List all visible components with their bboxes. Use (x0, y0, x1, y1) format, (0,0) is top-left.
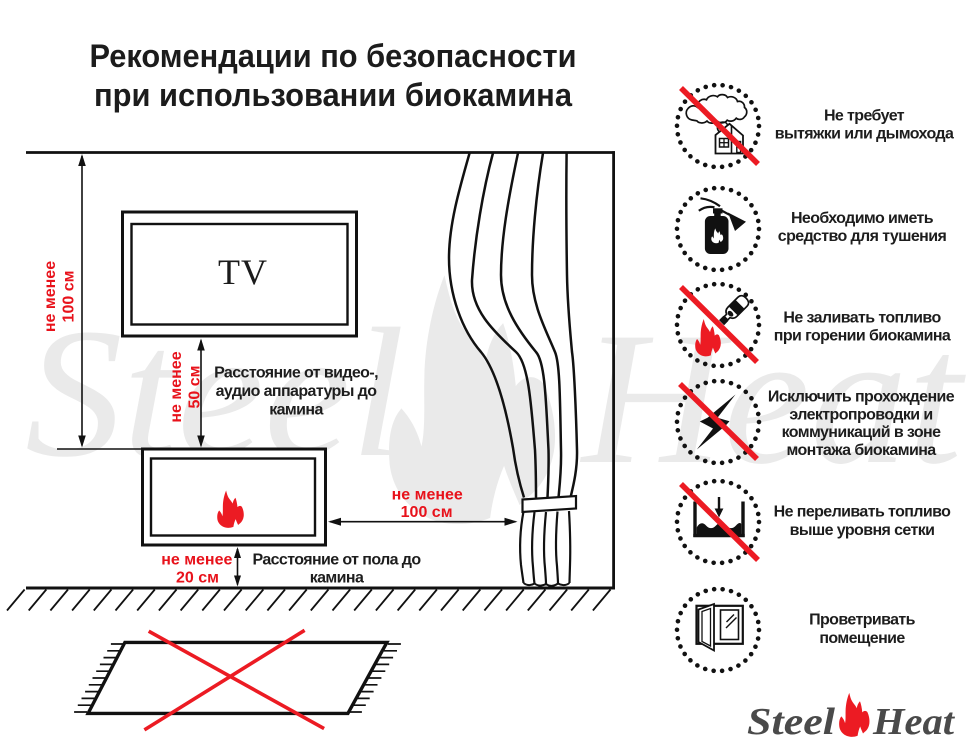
svg-text:Исключить прохождение: Исключить прохождение (768, 389, 955, 406)
svg-text:Расстояние от пола до: Расстояние от пола до (252, 552, 421, 569)
svg-text:монтажа биокамина: монтажа биокамина (786, 442, 936, 459)
svg-text:Необходимо иметь: Необходимо иметь (791, 210, 934, 227)
svg-text:аудио аппаратуры до: аудио аппаратуры до (216, 383, 378, 400)
svg-text:коммуникаций в зоне: коммуникаций в зоне (782, 424, 942, 441)
svg-text:100 см: 100 см (401, 504, 453, 521)
svg-text:электропроводки и: электропроводки и (789, 406, 932, 423)
svg-text:при горении биокамина: при горении биокамина (774, 328, 951, 345)
svg-text:средство для тушения: средство для тушения (778, 228, 947, 245)
svg-text:не менее: не менее (161, 552, 232, 569)
svg-text:20 см: 20 см (176, 570, 219, 587)
svg-text:Не переливать топливо: Не переливать топливо (774, 504, 951, 521)
svg-text:Проветривать: Проветривать (809, 612, 916, 629)
svg-text:Не заливать топливо: Не заливать топливо (783, 310, 941, 327)
svg-text:при использовании биокамина: при использовании биокамина (94, 77, 572, 113)
svg-text:не менее: не менее (42, 261, 59, 332)
svg-text:100 см: 100 см (60, 271, 77, 323)
svg-text:не менее: не менее (168, 351, 185, 422)
svg-text:не менее: не менее (392, 486, 463, 503)
svg-text:TV: TV (218, 252, 268, 292)
svg-text:выше уровня сетки: выше уровня сетки (790, 522, 935, 539)
svg-text:Не требует: Не требует (824, 108, 905, 125)
svg-text:помещение: помещение (819, 630, 905, 647)
svg-text:вытяжки или дымохода: вытяжки или дымохода (775, 126, 954, 143)
svg-text:Рекомендации по безопасности: Рекомендации по безопасности (90, 38, 577, 74)
svg-text:Heat: Heat (579, 294, 966, 504)
svg-text:камина: камина (310, 570, 364, 587)
svg-text:50 см: 50 см (187, 366, 204, 409)
svg-text:Расстояние от видео-,: Расстояние от видео-, (214, 365, 378, 382)
svg-text:Heat: Heat (872, 701, 956, 743)
svg-text:камина: камина (269, 402, 323, 419)
svg-text:Steel: Steel (747, 701, 836, 743)
